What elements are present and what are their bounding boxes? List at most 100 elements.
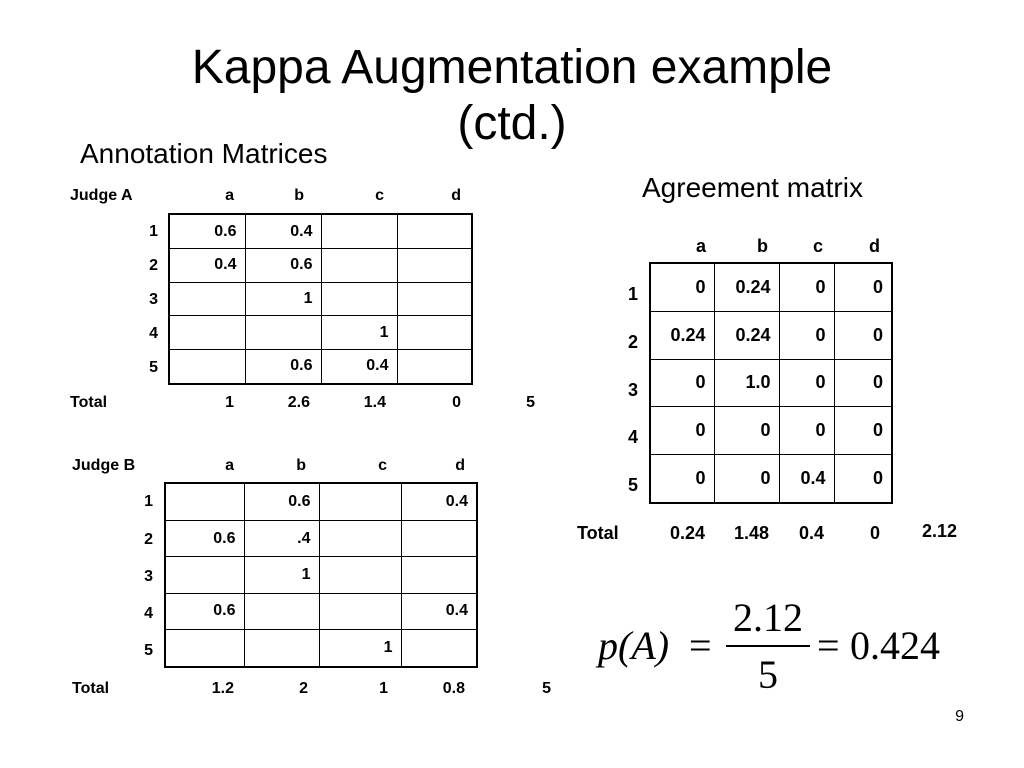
agreement-cell: 0 xyxy=(778,406,835,455)
agreement-cell: 0 xyxy=(649,406,715,455)
judge-b-label: Judge B xyxy=(72,457,136,474)
agreement-row-label: 1 xyxy=(627,284,638,304)
judge-b-table: 0.6 0.4 0.6 .4 1 0.6 0.4 1 xyxy=(164,482,478,668)
judge-b-cell xyxy=(318,556,402,594)
judge-b-cell xyxy=(164,556,245,594)
judge-a-cell xyxy=(396,348,473,385)
agreement-col-header: b xyxy=(757,236,768,256)
formula-result: 0.424 xyxy=(850,623,940,668)
judge-b-cell xyxy=(243,592,320,631)
judge-b-row-label: 2 xyxy=(144,531,153,548)
formula-equals-2: = xyxy=(817,623,840,668)
table-row: 0 1.0 0 0 xyxy=(649,358,893,408)
judge-b-row-label: 4 xyxy=(144,605,153,622)
agreement-cell: 0 xyxy=(833,311,893,360)
table-row: 1 xyxy=(168,281,473,317)
judge-b-row-label: 5 xyxy=(144,642,153,659)
agreement-cell: 0 xyxy=(649,358,715,408)
judge-b-cell: 0.6 xyxy=(164,592,245,631)
judge-a-cell xyxy=(320,281,398,317)
judge-a-cell: 0.4 xyxy=(320,348,398,385)
judge-a-row-label: 3 xyxy=(149,291,158,308)
judge-b-total-value: 0.8 xyxy=(442,680,465,697)
judge-b-cell xyxy=(400,556,478,594)
agreement-col-header: d xyxy=(869,236,880,256)
judge-b-cell xyxy=(243,629,320,668)
judge-b-cell xyxy=(400,629,478,668)
judge-b-cell xyxy=(164,482,245,521)
agreement-cell: 0 xyxy=(649,453,715,504)
agreement-row-label: 3 xyxy=(627,380,638,400)
judge-a-cell: 0.6 xyxy=(244,348,322,385)
agreement-cell: 0 xyxy=(833,453,893,504)
judge-b-row-label: 1 xyxy=(144,493,153,510)
agreement-cell: 0 xyxy=(649,262,715,313)
judge-b-total-label: Total xyxy=(72,680,110,697)
judge-b-cell xyxy=(318,592,402,631)
agreement-total-value: 0.24 xyxy=(669,523,705,543)
agreement-total-value: 1.48 xyxy=(733,523,769,543)
agreement-cell: 0.24 xyxy=(649,311,715,360)
judge-a-table: 0.6 0.4 0.4 0.6 1 1 0.6 0.4 xyxy=(168,213,473,385)
agreement-cell: 0 xyxy=(713,406,780,455)
judge-b-col-header: b xyxy=(296,457,306,474)
slide-title: Kappa Augmentation example (ctd.) xyxy=(0,40,1024,152)
judge-b-cell: .4 xyxy=(243,519,320,558)
formula-numerator: 2.12 xyxy=(733,595,803,640)
table-row: 0.6 .4 xyxy=(164,519,478,558)
agreement-cell: 0.4 xyxy=(778,453,835,504)
judge-a-row-label: 2 xyxy=(149,257,158,274)
table-row: 1 xyxy=(164,556,478,594)
table-row: 0.4 0.6 xyxy=(168,248,473,283)
judge-b-cell: 0.4 xyxy=(400,482,478,521)
judge-a-cell xyxy=(168,315,246,350)
judge-a-cell xyxy=(168,281,246,317)
judge-b-cell xyxy=(400,519,478,558)
judge-a-col-header: b xyxy=(294,187,304,204)
agreement-total-label: Total xyxy=(577,523,619,543)
judge-a-total-value: 1.4 xyxy=(363,394,386,411)
judge-b-grand-total: 5 xyxy=(542,680,551,697)
agreement-row-label: 5 xyxy=(627,475,638,495)
table-row: 0 0 0 0 xyxy=(649,406,893,455)
fraction-bar xyxy=(726,645,810,647)
agreement-col-header: a xyxy=(695,236,706,256)
agreement-cell: 0 xyxy=(713,453,780,504)
table-row: 0.6 0.4 xyxy=(168,213,473,250)
agreement-cell: 0.24 xyxy=(713,311,780,360)
judge-a-cell xyxy=(396,315,473,350)
agreement-cell: 0 xyxy=(778,311,835,360)
slide-title-line-1: Kappa Augmentation example xyxy=(191,41,833,94)
judge-a-total-value: 0 xyxy=(452,394,461,411)
judge-a-cell xyxy=(320,248,398,283)
agreement-matrix-heading: Agreement matrix xyxy=(642,172,863,203)
table-row: 1 xyxy=(164,629,478,668)
judge-b-total-value: 1.2 xyxy=(211,680,234,697)
judge-a-grand-total: 5 xyxy=(526,394,535,411)
judge-b-col-header: d xyxy=(455,457,465,474)
table-row: 1 xyxy=(168,315,473,350)
table-row: 0.6 0.4 xyxy=(168,348,473,385)
agreement-cell: 0 xyxy=(833,406,893,455)
agreement-cell: 1.0 xyxy=(713,358,780,408)
judge-b-cell: 0.6 xyxy=(164,519,245,558)
judge-a-cell: 1 xyxy=(320,315,398,350)
judge-a-cell: 1 xyxy=(244,281,322,317)
table-row: 0.6 0.4 xyxy=(164,592,478,631)
judge-a-label: Judge A xyxy=(70,187,133,204)
judge-a-col-header: a xyxy=(225,187,234,204)
table-row: 0 0 0.4 0 xyxy=(649,453,893,504)
judge-a-row-label: 5 xyxy=(149,359,158,376)
judge-a-cell xyxy=(168,348,246,385)
judge-a-col-header: c xyxy=(375,187,384,204)
judge-a-row-label: 4 xyxy=(149,325,158,342)
agreement-cell: 0 xyxy=(778,358,835,408)
judge-b-cell xyxy=(318,482,402,521)
judge-b-cell: 1 xyxy=(318,629,402,668)
judge-a-cell xyxy=(396,281,473,317)
judge-a-total-value: 1 xyxy=(225,394,234,411)
judge-a-cell: 0.4 xyxy=(168,248,246,283)
judge-a-cell: 0.4 xyxy=(244,213,322,250)
table-row: 0.24 0.24 0 0 xyxy=(649,311,893,360)
formula-equals-1: = xyxy=(689,623,712,668)
